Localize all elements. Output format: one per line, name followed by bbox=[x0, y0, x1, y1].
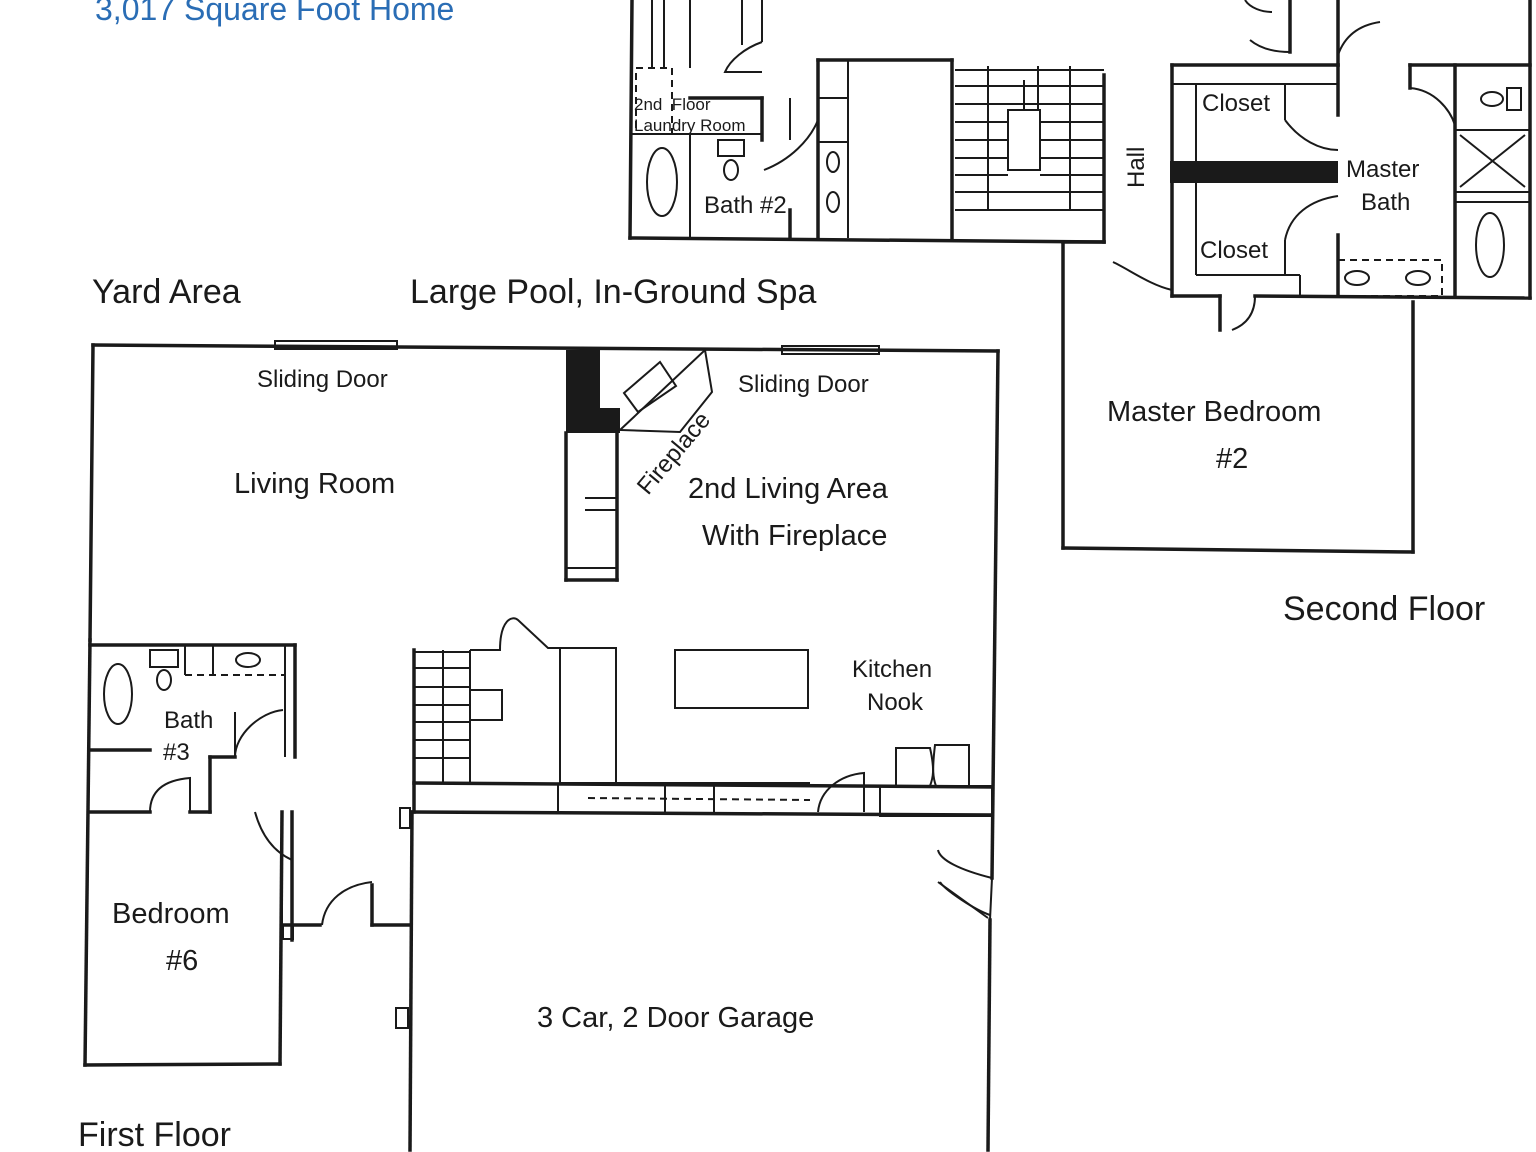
kitchen-label-2: Nook bbox=[867, 689, 924, 716]
master-bedroom-label-2: #2 bbox=[1216, 443, 1248, 475]
pool-label: Large Pool, In-Ground Spa bbox=[410, 273, 816, 311]
bath2-label: Bath #2 bbox=[704, 192, 787, 219]
first-floor-label: First Floor bbox=[78, 1116, 231, 1152]
kitchen-label-1: Kitchen bbox=[852, 656, 932, 683]
kitchen-fixtures bbox=[470, 617, 993, 817]
bath3-fixtures bbox=[103, 645, 293, 940]
second-floor-label: Second Floor bbox=[1283, 590, 1485, 628]
master-bedroom-label-1: Master Bedroom bbox=[1107, 396, 1321, 428]
closet-2-label: Closet bbox=[1200, 237, 1268, 264]
garage-label: 3 Car, 2 Door Garage bbox=[537, 1002, 814, 1034]
first-floor-stairs bbox=[414, 650, 503, 783]
door-swings bbox=[282, 807, 993, 1029]
sliding-doors bbox=[274, 340, 880, 355]
sliding-door-2-label: Sliding Door bbox=[738, 371, 869, 398]
second-floor-left-wing bbox=[628, 0, 1106, 244]
master-bath-label-1: Master bbox=[1346, 156, 1419, 183]
master-bath-label-2: Bath bbox=[1361, 189, 1410, 216]
second-living-label-2: With Fireplace bbox=[702, 520, 887, 552]
laundry-label-2: Laundry Room bbox=[634, 116, 746, 135]
living-room-label: Living Room bbox=[234, 468, 395, 500]
second-living-label-1: 2nd Living Area bbox=[688, 473, 889, 505]
hall-label: Hall bbox=[1123, 147, 1150, 188]
first-floor-walls bbox=[83, 343, 1000, 1152]
bath3-label-1: Bath bbox=[164, 707, 213, 734]
bedroom6-label-1: Bedroom bbox=[112, 898, 230, 930]
bath3-label-2: #3 bbox=[163, 739, 190, 766]
laundry-label-1: 2nd Floor bbox=[634, 95, 711, 114]
second-floor-master-wing bbox=[1061, 0, 1532, 554]
fireplace-core bbox=[564, 347, 714, 582]
bedroom6-label-2: #6 bbox=[166, 945, 198, 977]
sliding-door-1-label: Sliding Door bbox=[257, 366, 388, 393]
yard-area-label: Yard Area bbox=[92, 273, 241, 311]
page-title: 3,017 Square Foot Home bbox=[95, 0, 454, 27]
closet-1-label: Closet bbox=[1202, 90, 1270, 117]
